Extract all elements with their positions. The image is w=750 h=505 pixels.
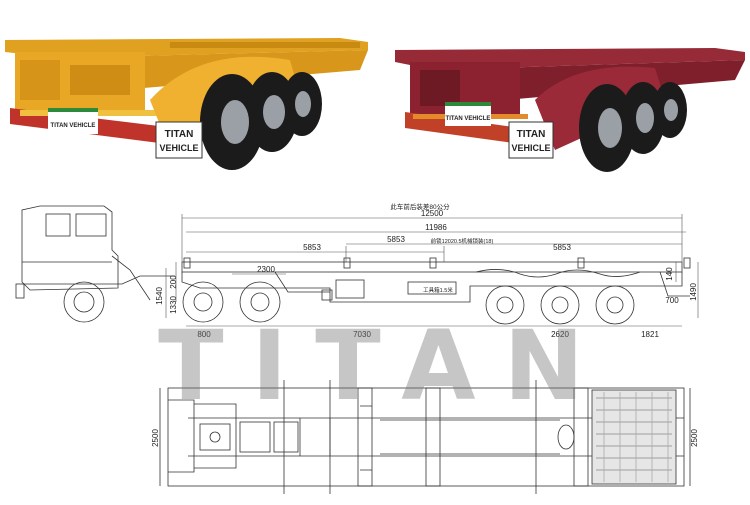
- left-plate-line1: TITAN: [165, 129, 194, 140]
- left-plate-line2: VEHICLE: [159, 143, 198, 153]
- lock-label: 前锁12020.5机械锁装(18): [431, 237, 494, 245]
- dim-width-left: 2500: [151, 429, 160, 447]
- dim-rear-step: 700: [665, 296, 679, 305]
- dim-rear-height: 1490: [689, 283, 698, 301]
- dim-rear-overhang: 1821: [641, 330, 659, 339]
- right-sticker: TITAN VEHICLE: [446, 116, 491, 122]
- trailer-top-view: [159, 380, 691, 494]
- side-note: 此车前后装差80公分: [390, 202, 450, 211]
- dim-front-overhang: 800: [197, 330, 211, 339]
- dim-coupling-height: 1540: [155, 287, 164, 305]
- dim-deck-height: 1330: [169, 296, 178, 314]
- red-trailer-photo: TITAN VEHICLE TITAN VEHICLE: [385, 0, 750, 190]
- dim-rear-small: 140: [665, 267, 674, 281]
- toolbox-label: 工具箱1.5米: [423, 286, 453, 294]
- dim-rear-span: 5853: [553, 243, 571, 252]
- right-plate-line1: TITAN: [517, 129, 546, 140]
- dim-kingpin: 2300: [257, 265, 275, 274]
- dim-front-span: 5853: [303, 243, 321, 252]
- dim-front-height: 200: [169, 275, 178, 289]
- dim-inner: 11986: [425, 223, 447, 232]
- yellow-trailer-photo: TITAN VEHICLE TITAN VEHICLE: [0, 0, 370, 190]
- trailer-side-view: [181, 257, 691, 325]
- dim-mid-span: 5853: [387, 235, 405, 244]
- right-plate-line2: VEHICLE: [511, 143, 550, 153]
- dim-axle-spread: 2620: [551, 330, 569, 339]
- dim-overall: 12500: [421, 209, 444, 218]
- left-sticker: TITAN VEHICLE: [51, 123, 96, 129]
- tractor-side-view: [15, 205, 175, 323]
- dim-wheelbase: 7030: [353, 330, 371, 339]
- dim-width-right: 2500: [690, 429, 699, 447]
